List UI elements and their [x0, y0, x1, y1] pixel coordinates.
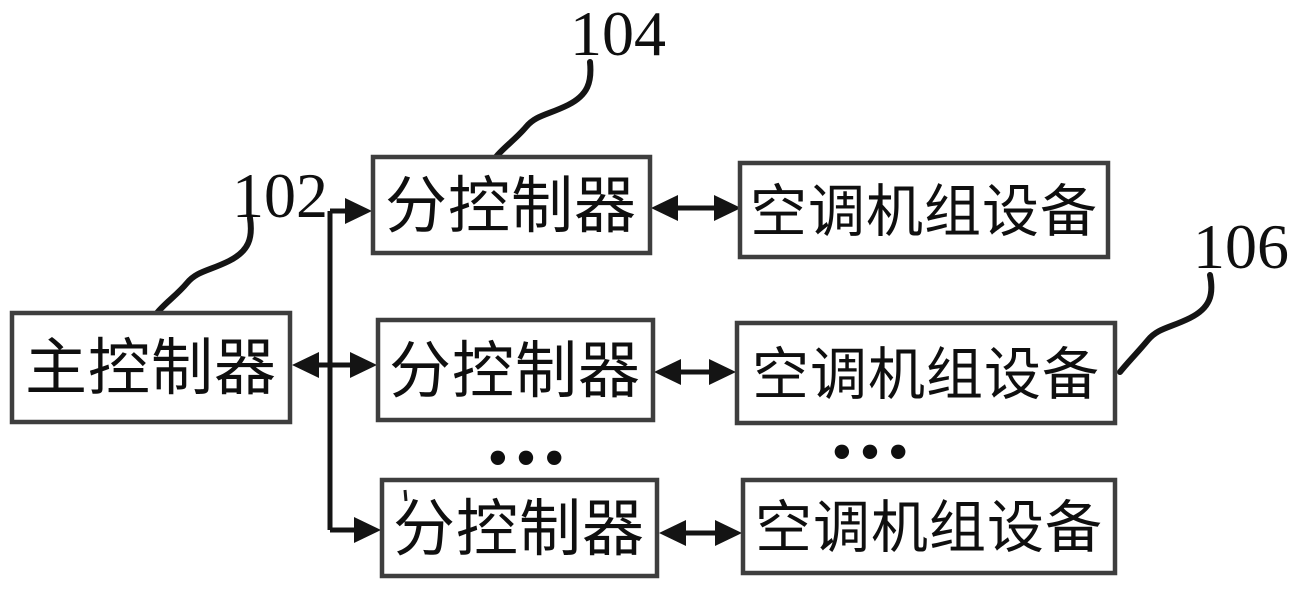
- sub-controller-3-box: 分控制器: [379, 477, 660, 579]
- ac-unit-2-box: 空调机组设备: [734, 320, 1118, 426]
- arrowhead-into-ac3: [715, 520, 742, 546]
- ellipsis-right-column: •••: [829, 429, 914, 477]
- arrowhead-into-sub3: [659, 520, 686, 546]
- sub-controller-3-rect: [379, 477, 660, 579]
- arrowhead-into-sub2: [654, 359, 681, 385]
- arrowhead-into-main-controller: [292, 352, 319, 378]
- ac-unit-1-label: 空调机组设备: [750, 179, 1098, 245]
- ac-unit-1-rect: [737, 160, 1111, 260]
- ref-label-104: 104: [570, 0, 666, 69]
- ref-label-106: 106: [1193, 211, 1289, 282]
- main-controller-label: 主控制器: [25, 331, 277, 404]
- ac-unit-3-box: 空调机组设备: [740, 477, 1118, 576]
- ref-label-102: 102: [232, 160, 328, 231]
- stray-ink-mark: [403, 489, 408, 502]
- leader-line-104: [493, 59, 594, 160]
- ellipsis-left-column: •••: [485, 435, 570, 483]
- leader-line-106: [1117, 272, 1215, 375]
- main-controller-rect: [9, 310, 293, 425]
- ac-unit-2-rect: [734, 320, 1118, 426]
- sub-controller-2-box: 分控制器: [375, 317, 656, 423]
- ac-unit-3-label: 空调机组设备: [755, 495, 1103, 561]
- ac-unit-3-rect: [740, 477, 1118, 576]
- sub-controller-1-label: 分控制器: [385, 169, 637, 242]
- arrowhead-into-sub-controller-1: [345, 198, 372, 224]
- sub-controller-1-rect: [370, 154, 653, 256]
- ac-unit-1-box: 空调机组设备: [737, 160, 1111, 260]
- arrowhead-into-ac1: [714, 195, 741, 221]
- sub-controller-3-label: 分控制器: [393, 492, 645, 565]
- arrowhead-into-sub-controller-3: [354, 517, 381, 543]
- arrowhead-into-ac2: [709, 359, 736, 385]
- arrowhead-into-sub1: [651, 195, 678, 221]
- leader-line-102: [154, 215, 254, 316]
- sub-controller-2-label: 分控制器: [389, 334, 641, 407]
- sub-controller-1-box: 分控制器: [370, 154, 653, 256]
- ac-unit-2-label: 空调机组设备: [752, 342, 1100, 408]
- main-controller-box: 主控制器: [9, 310, 293, 425]
- arrowhead-into-sub-controller-2: [350, 352, 377, 378]
- sub-controller-2-rect: [375, 317, 656, 423]
